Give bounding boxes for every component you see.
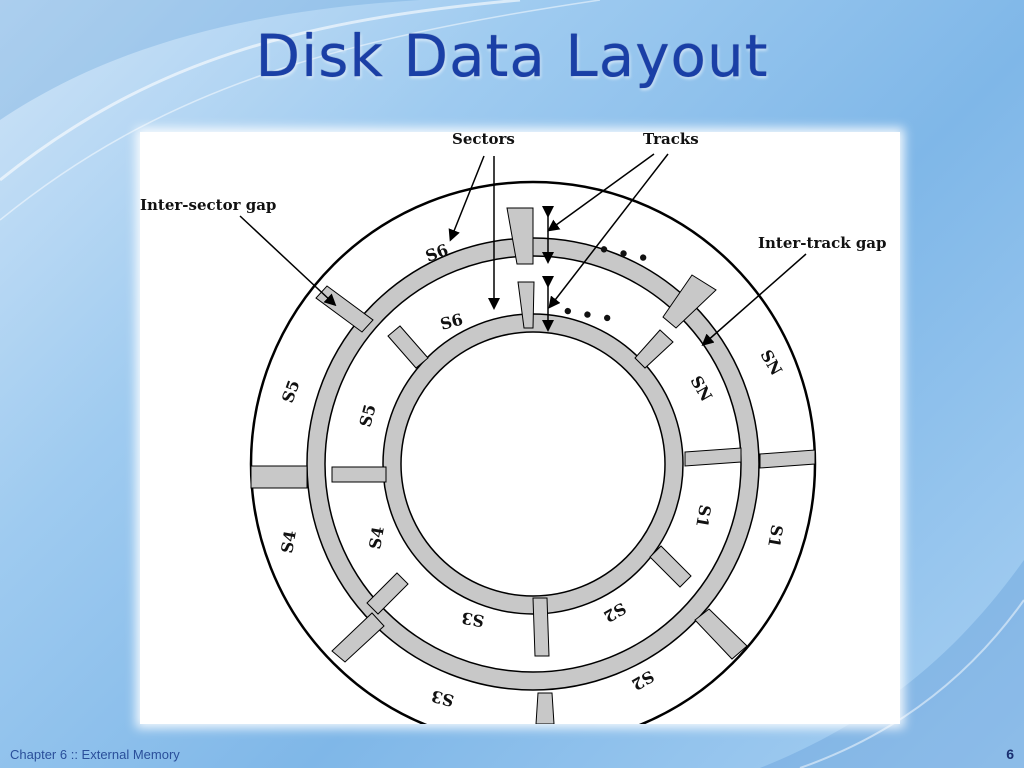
tracks-pointer: [548, 153, 669, 309]
outer-sector-gap: [506, 207, 534, 265]
footer-chapter-label: Chapter 6 :: External Memory: [10, 747, 180, 762]
outer-sector-gap: [759, 449, 816, 469]
inter-sector-gap-label: Inter-sector gap: [140, 196, 276, 214]
sector-label-inner: S1: [692, 503, 715, 529]
inner-sector-gap: [649, 545, 692, 588]
inner-sector-gap: [634, 329, 674, 369]
inner-sector-gap: [532, 597, 550, 657]
sector-label-outer: S4: [277, 529, 300, 555]
outer-sector-gap: [250, 465, 308, 489]
sector-label-inner: S4: [365, 525, 388, 551]
inner-sector-gap: [331, 466, 387, 483]
outer-sector-gap: [694, 608, 748, 660]
disk-layout-diagram: S6 SN S1 S2 S3 S4 S5 S6 SN S1 S2 S3 S4 S…: [140, 132, 887, 724]
sectors-pointer: [448, 155, 485, 242]
disk-hub: [400, 331, 666, 597]
tracks-pointer: [547, 153, 655, 232]
inner-sector-gap: [366, 572, 409, 615]
sectors-label: Sectors: [452, 132, 515, 148]
outer-sector-gap: [662, 274, 717, 329]
sector-label-outer: S1: [764, 523, 787, 549]
inter-sector-gap-pointer: [239, 215, 337, 307]
inter-track-gap-label: Inter-track gap: [758, 234, 887, 252]
inner-sector-gap: [517, 281, 535, 329]
inter-track-gap-pointer: [701, 253, 807, 346]
outer-sector-gap: [331, 612, 385, 663]
outer-sector-gap: [535, 692, 555, 724]
slide-number: 6: [1006, 746, 1014, 762]
tracks-label: Tracks: [643, 132, 699, 148]
slide-title: Disk Data Layout: [255, 22, 769, 90]
disk-layout-figure: S6 SN S1 S2 S3 S4 S5 S6 SN S1 S2 S3 S4 S…: [140, 132, 900, 724]
inner-sector-gap: [387, 325, 429, 369]
sector-label-inner: S3: [460, 608, 486, 631]
inner-sector-gap: [684, 447, 742, 467]
